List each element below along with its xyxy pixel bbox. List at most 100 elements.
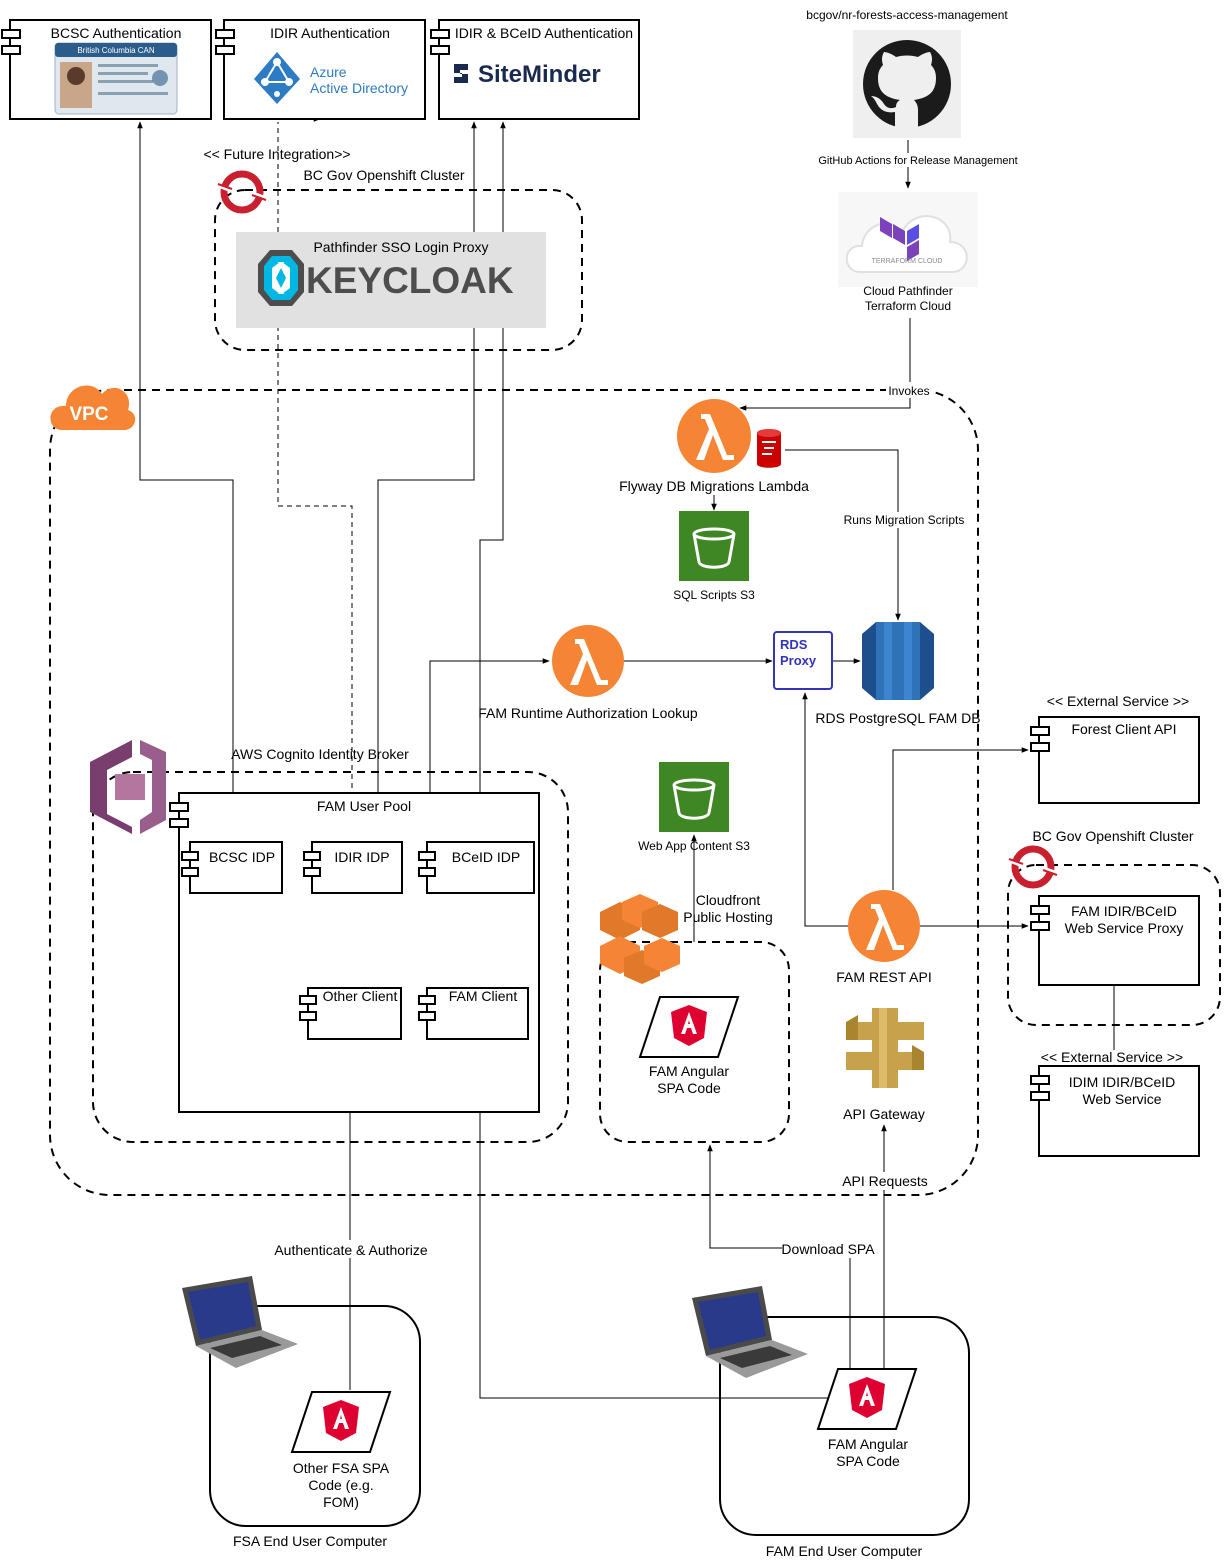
webapp-s3-label: Web App Content S3: [638, 839, 750, 853]
edge-terraform-invokes-flyway: [739, 318, 911, 411]
external-stereotype-2: << External Service >>: [1041, 1049, 1183, 1065]
fsa-spa-line1: Other FSA SPA: [293, 1460, 390, 1476]
rds-proxy-line1: RDS: [780, 637, 808, 652]
openshift-right-icon: [1008, 845, 1058, 889]
fsa-spa-line2: Code (e.g.: [308, 1477, 373, 1493]
rest-api-lambda-icon: [848, 890, 920, 962]
fsa-computer-title: FSA End User Computer: [233, 1533, 387, 1549]
siteminder-logo-text: SiteMinder: [478, 61, 601, 88]
bceid-idp-label: BCeID IDP: [452, 849, 520, 865]
bcsc-idp-component: BCSC IDP: [181, 841, 283, 894]
forest-client-api-component: Forest Client API: [1030, 716, 1200, 804]
cloudfront-line2: Public Hosting: [683, 909, 773, 925]
rds-proxy-line2: Proxy: [780, 653, 817, 668]
runtime-lambda-label: FAM Runtime Authorization Lookup: [478, 705, 698, 721]
idir-idp-component: IDIR IDP: [303, 841, 403, 894]
fam-laptop-icon: [692, 1286, 808, 1378]
forest-client-label: Forest Client API: [1071, 721, 1176, 737]
idir-idp-label: IDIR IDP: [334, 849, 389, 865]
fsa-spa-line3: FOM): [323, 1494, 359, 1510]
bcsc-idp-label: BCSC IDP: [209, 849, 275, 865]
other-client-component: Other Client: [299, 987, 402, 1040]
github-repo-label: bcgov/nr-forests-access-management: [806, 8, 1008, 22]
edge-idir-idp-to-siteminder: [377, 121, 477, 842]
edge-fam-spa-to-fam-client: [477, 1040, 830, 1399]
fsa-computer-boundary: [209, 1305, 421, 1527]
github-actions-label-front: GitHub Actions for Release Management: [818, 155, 1017, 167]
fam-client-label: FAM Client: [449, 988, 518, 1004]
terraform-cloud-icon: TERRAFORM CLOUD: [838, 192, 978, 287]
flyway-lambda-icon: [677, 399, 751, 473]
rds-db-label: RDS PostgreSQL FAM DB: [815, 710, 980, 726]
ws-proxy-line1: FAM IDIR/BCeID: [1071, 903, 1177, 919]
vpc-cloud-icon: VPC: [50, 385, 136, 430]
fam-spa-line1: FAM Angular: [828, 1436, 908, 1452]
cognito-boundary: [92, 771, 569, 1143]
ws-proxy-component: FAM IDIR/BCeID Web Service Proxy: [1030, 895, 1200, 986]
runs-migration-label: Runs Migration Scripts: [844, 513, 965, 527]
edge-bceid-idp-to-siteminder: [479, 121, 506, 842]
terraform-line2: Terraform Cloud: [865, 299, 951, 313]
bc-services-card-image: British Columbia CAN: [54, 42, 178, 115]
edge-rest-api-to-rds-proxy: [802, 692, 848, 927]
cognito-title: AWS Cognito Identity Broker: [231, 746, 409, 762]
azure-line2: Active Directory: [310, 80, 408, 96]
bcsc-auth-component: BCSC Authentication British Columbia CAN: [1, 19, 212, 120]
vpc-label: VPC: [69, 404, 108, 425]
openshift-right-title: BC Gov Openshift Cluster: [1032, 828, 1193, 844]
edge-download-spa: [707, 1144, 851, 1370]
user-pool-title: FAM User Pool: [317, 798, 411, 814]
vpc-spa-line1: FAM Angular: [649, 1063, 729, 1079]
terraform-logo-text: TERRAFORM CLOUD: [872, 258, 943, 265]
edge-rest-api-to-forest-client: [892, 747, 1029, 890]
flyway-lambda-label: Flyway DB Migrations Lambda: [619, 478, 809, 494]
edge-future-integration: [277, 122, 353, 842]
cloudfront-icon: [600, 894, 680, 984]
cognito-icon: [90, 740, 166, 834]
ws-proxy-line2: Web Service Proxy: [1065, 920, 1184, 936]
azure-line1: Azure: [310, 64, 347, 80]
card-title: British Columbia CAN: [77, 46, 155, 55]
api-gateway-label: API Gateway: [843, 1106, 925, 1122]
api-gateway-icon: [846, 1008, 924, 1088]
github-icon: [853, 30, 961, 138]
bceid-idp-component: BCeID IDP: [418, 841, 535, 894]
fsa-laptop-icon: [182, 1276, 298, 1368]
cloudfront-line1: Cloudfront: [696, 892, 761, 908]
azure-ad-icon: [254, 52, 300, 104]
future-integration-label: << Future Integration>>: [203, 146, 350, 162]
openshift-top-icon: [217, 170, 267, 214]
siteminder-auth-title: IDIR & BCeID Authentication: [455, 25, 633, 41]
keycloak-logo-text: KEYCLOAK: [306, 260, 514, 301]
fam-spa-line2: SPA Code: [836, 1453, 900, 1469]
runtime-lambda-icon: [552, 625, 624, 697]
download-spa-label: Download SPA: [781, 1241, 875, 1257]
bcsc-auth-title: BCSC Authentication: [51, 25, 182, 41]
user-pool-component: FAM User Pool: [169, 792, 540, 1113]
keycloak-label: Pathfinder SSO Login Proxy: [313, 239, 488, 255]
fam-client-component: FAM Client: [418, 987, 529, 1040]
rest-api-label: FAM REST API: [836, 969, 931, 985]
flyway-icon: [757, 429, 781, 468]
idim-line2: Web Service: [1082, 1091, 1161, 1107]
keycloak-logo: KEYCLOAK: [236, 232, 546, 328]
sql-s3-bucket-icon: [679, 511, 749, 581]
fam-computer-title: FAM End User Computer: [766, 1543, 923, 1559]
edge-userpool-to-runtime-lambda: [429, 658, 550, 793]
sql-s3-label: SQL Scripts S3: [673, 588, 755, 602]
siteminder-auth-component: IDIR & BCeID Authentication SiteMinder: [430, 19, 640, 120]
idim-ws-component: IDIM IDIR/BCeID Web Service: [1030, 1065, 1200, 1157]
webapp-s3-bucket-icon: [659, 762, 729, 832]
idir-auth-title: IDIR Authentication: [270, 25, 390, 41]
rds-database-icon: [862, 622, 934, 700]
invokes-label: Invokes: [888, 384, 929, 398]
angular-spa-vpc-icon: [638, 996, 740, 1058]
openshift-top-title: BC Gov Openshift Cluster: [303, 167, 464, 183]
auth-authorize-label: Authenticate & Authorize: [274, 1242, 428, 1258]
edge-bcsc-idp-to-bcsc-auth: [137, 121, 234, 842]
terraform-line1: Cloud Pathfinder: [863, 284, 952, 298]
idir-auth-component: IDIR Authentication Azure Active Directo…: [215, 19, 426, 120]
vpc-spa-line2: SPA Code: [657, 1080, 721, 1096]
fam-angular-icon: [816, 1368, 918, 1430]
